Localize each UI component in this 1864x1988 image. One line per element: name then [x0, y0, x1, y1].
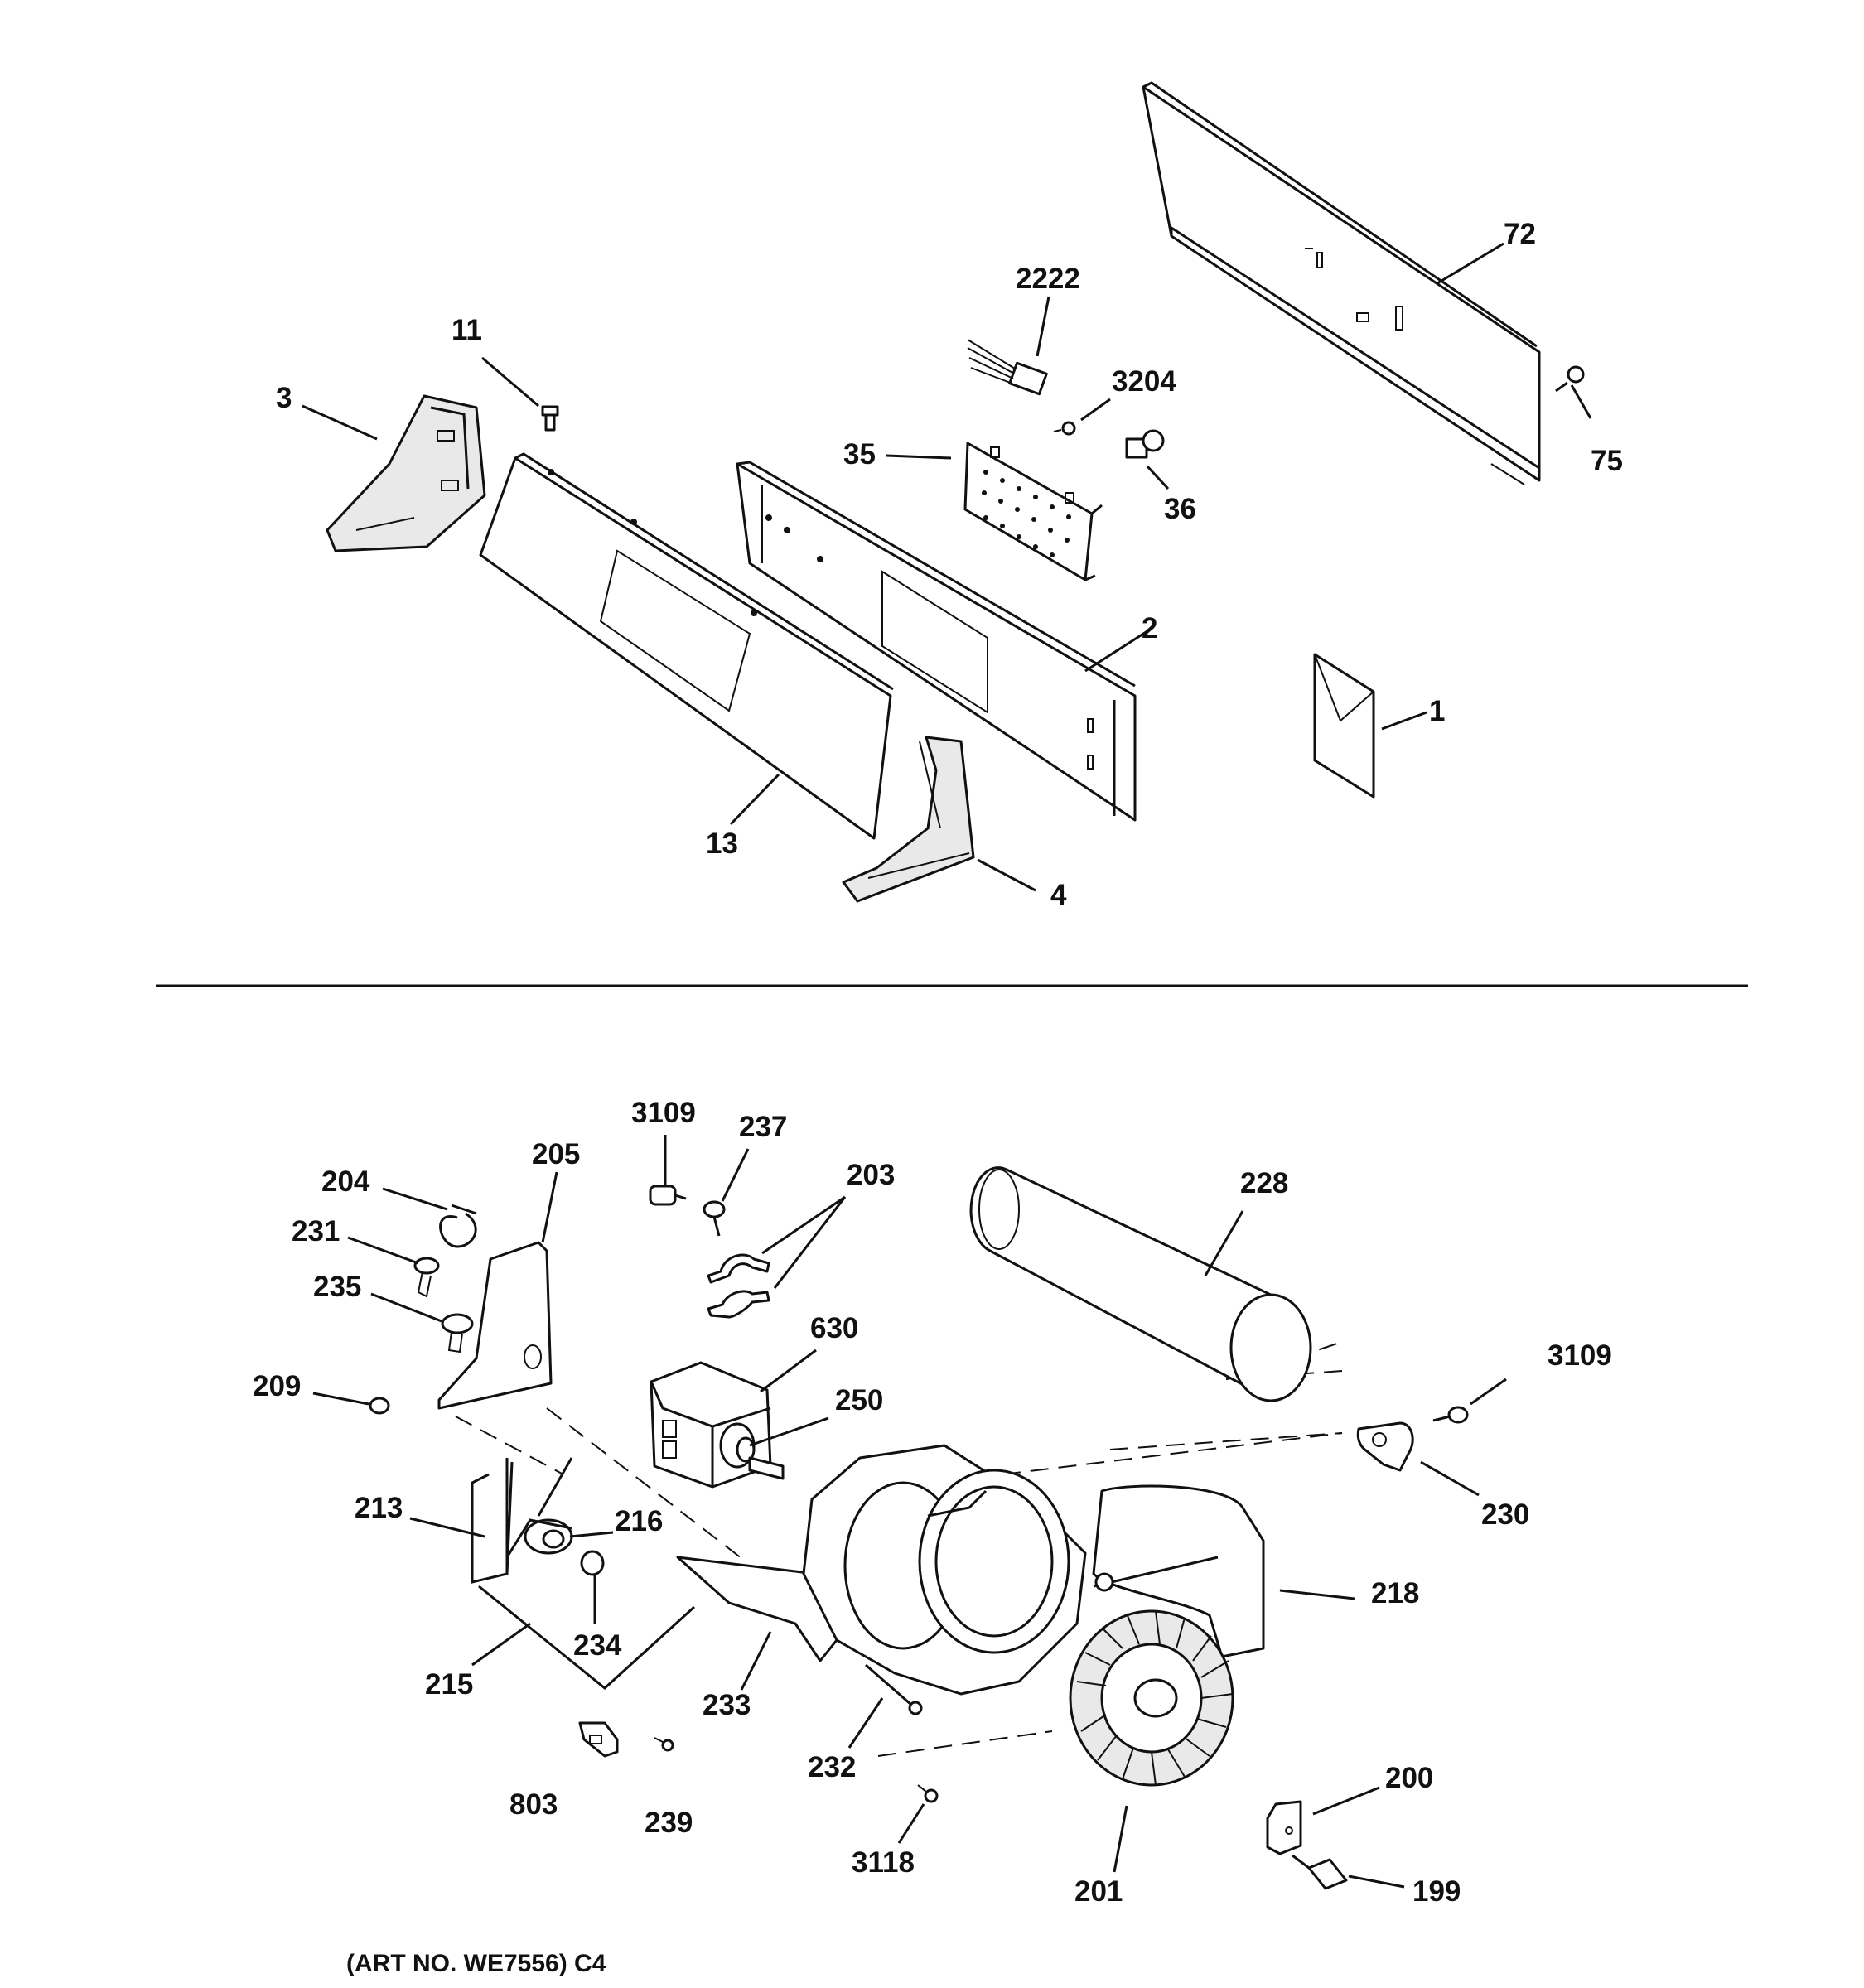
- thermostat-230-drawing: [1356, 1421, 1414, 1472]
- screw-11-drawing: [541, 405, 559, 432]
- part-200-drawing: [1266, 1800, 1302, 1855]
- part-label-200: 200: [1385, 1762, 1433, 1794]
- screw-199-drawing: [1292, 1854, 1348, 1890]
- screw-75-drawing: [1555, 365, 1585, 393]
- screw-3204-drawing: [1053, 421, 1076, 436]
- part-label-250: 250: [835, 1384, 883, 1416]
- nut-209-drawing: [369, 1397, 390, 1415]
- part-label-2: 2: [1142, 612, 1157, 644]
- screw-239-drawing: [654, 1737, 674, 1752]
- screw-235-drawing: [441, 1313, 474, 1353]
- part-label-13: 13: [706, 828, 738, 860]
- screw-3118-drawing: [917, 1784, 939, 1803]
- part-label-239: 239: [645, 1807, 693, 1839]
- duct-tube-drawing: [969, 1166, 1312, 1402]
- part-label-235: 235: [313, 1271, 361, 1303]
- part-label-234: 234: [573, 1629, 622, 1662]
- part-label-803: 803: [509, 1788, 558, 1821]
- blower-housing-drawing: [802, 1444, 1265, 1696]
- screw-237-drawing: [703, 1200, 726, 1237]
- screw-231-drawing: [413, 1257, 440, 1298]
- part-label-2222: 2222: [1016, 263, 1080, 295]
- part-label-228: 228: [1240, 1167, 1288, 1199]
- part-label-3: 3: [276, 382, 292, 414]
- part-label-209: 209: [253, 1370, 301, 1402]
- part-label-213: 213: [355, 1492, 403, 1524]
- motor-drawing: [650, 1361, 785, 1489]
- clamps-203-drawing: [707, 1253, 770, 1319]
- wire-connector-drawing: [967, 339, 1048, 396]
- part-label-3109-top: 3109: [631, 1097, 696, 1129]
- blower-wheel-drawing: [1069, 1609, 1234, 1787]
- rod-232-drawing: [865, 1663, 923, 1715]
- bracket-205-drawing: [437, 1241, 553, 1410]
- clip-204-drawing: [439, 1204, 477, 1248]
- switch-803-drawing: [578, 1721, 619, 1758]
- part-label-230: 230: [1481, 1498, 1529, 1531]
- part-label-216: 216: [615, 1505, 663, 1537]
- rear-panel-drawing: [1142, 81, 1541, 485]
- part-label-237: 237: [739, 1111, 787, 1143]
- part-label-1: 1: [1429, 695, 1445, 727]
- part-label-3109-right: 3109: [1548, 1339, 1612, 1372]
- end-cap-right-drawing: [842, 736, 975, 903]
- art-number: (ART NO. WE7556) C4: [346, 1950, 606, 1977]
- part-label-215: 215: [425, 1668, 473, 1701]
- part-label-231: 231: [292, 1215, 340, 1247]
- part-label-11: 11: [452, 314, 482, 346]
- part-label-233: 233: [703, 1689, 751, 1721]
- part-label-3204: 3204: [1112, 365, 1176, 398]
- console-drawing: [479, 452, 894, 840]
- part-label-201: 201: [1074, 1875, 1123, 1908]
- lower-leader-lines: [312, 1135, 1507, 1889]
- part-label-203: 203: [847, 1159, 895, 1191]
- part-label-205: 205: [532, 1138, 580, 1170]
- part-label-218: 218: [1371, 1577, 1419, 1609]
- control-board-drawing: [963, 442, 1103, 581]
- part-label-199: 199: [1412, 1875, 1461, 1908]
- part-label-35: 35: [843, 438, 876, 470]
- part-label-4: 4: [1050, 879, 1067, 911]
- part-label-204: 204: [321, 1165, 370, 1198]
- part-label-3118: 3118: [852, 1846, 915, 1879]
- part-3109-top-drawing: [649, 1185, 687, 1206]
- part-36-drawing: [1125, 429, 1165, 459]
- upper-leader-lines: [302, 242, 1592, 892]
- part-label-75: 75: [1591, 445, 1623, 477]
- end-cap-left-drawing: [326, 394, 486, 552]
- control-panel-frame-drawing: [736, 461, 1137, 822]
- idler-assembly-drawing: [471, 1457, 696, 1690]
- part-label-232: 232: [808, 1751, 856, 1783]
- part-label-630: 630: [810, 1312, 858, 1344]
- part-label-36: 36: [1164, 493, 1196, 525]
- envelope-drawing: [1313, 653, 1375, 799]
- part-label-72: 72: [1504, 218, 1536, 250]
- screw-3109-right-drawing: [1432, 1406, 1469, 1424]
